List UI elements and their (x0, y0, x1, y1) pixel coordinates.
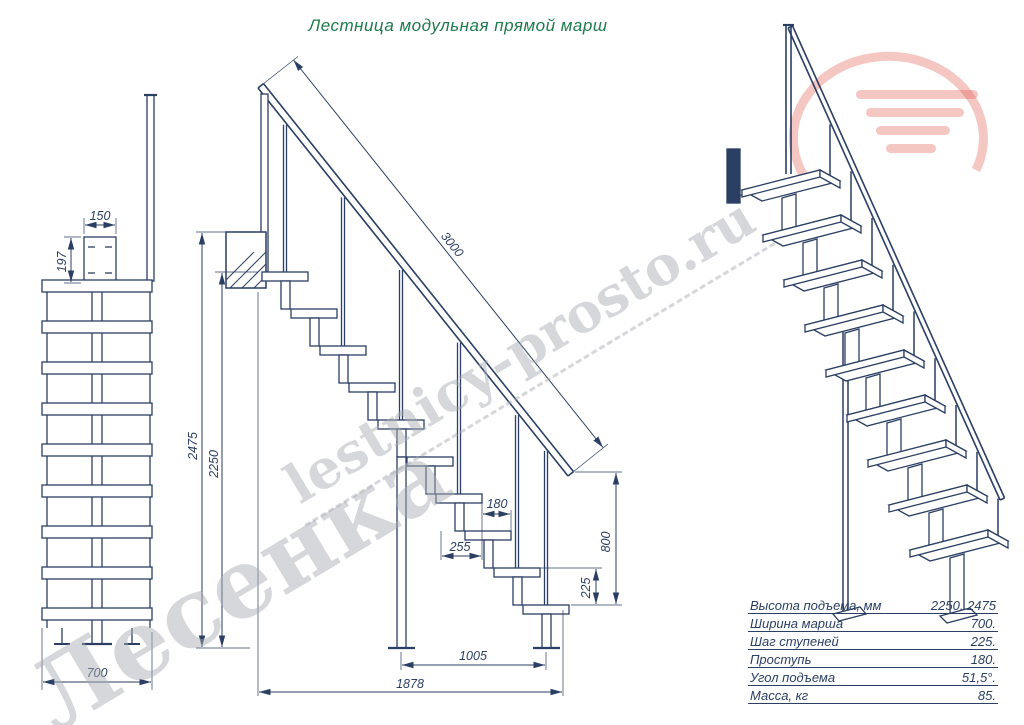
spec-row: Проступь 180. (748, 650, 998, 668)
dim-label-tread-depth: 180 (487, 497, 508, 511)
dim-label-plate-width: 150 (90, 209, 111, 223)
dim-label-floor-height: 2250 (207, 450, 221, 479)
dim-label-total-height: 2475 (186, 432, 200, 461)
brand-logo (788, 51, 988, 185)
dimension-lines (41, 56, 622, 696)
spec-row: Высота подъема, мм 2250..2475 (748, 596, 998, 614)
dim-label-support-span: 1005 (459, 649, 487, 663)
dim-label-module-offset: 255 (449, 540, 471, 554)
spec-row: Масса, кг 85. (748, 686, 998, 704)
dim-label-rail-height: 800 (599, 532, 613, 553)
spec-row: Угол подъема 51,5°. (748, 668, 998, 686)
isometric-view-drawing (726, 23, 1010, 624)
page-title: Лестница модульная прямой марш (308, 16, 608, 35)
dim-label-march-width: 700 (87, 666, 108, 680)
dim-label-total-run: 1878 (396, 677, 424, 691)
dim-label-rail-length: 3000 (438, 229, 466, 260)
spec-label: Проступь (750, 652, 812, 667)
spec-value: 180. (970, 652, 996, 667)
spec-label: Масса, кг (750, 688, 809, 703)
side-view-drawing (225, 82, 575, 650)
spec-label: Угол подъема (750, 670, 836, 685)
dim-label-riser-height: 225 (579, 578, 593, 600)
front-view-drawing (41, 93, 157, 646)
spec-value: 2250..2475 (930, 598, 996, 613)
spec-value: 225. (970, 634, 996, 649)
spec-row: Шаг ступеней 225. (748, 632, 998, 650)
dimension-labels: 150 197 700 3000 2475 2250 180 255 225 8… (55, 209, 613, 691)
spec-label: Ширина марша (750, 616, 844, 631)
dim-label-plate-height: 197 (55, 251, 69, 273)
spec-value: 85. (977, 688, 996, 703)
spec-value: 51,5°. (961, 670, 996, 685)
spec-row: Ширина марша 700. (748, 614, 998, 632)
spec-label: Шаг ступеней (750, 634, 839, 649)
spec-label: Высота подъема, мм (750, 598, 882, 613)
spec-value: 700. (970, 616, 996, 631)
